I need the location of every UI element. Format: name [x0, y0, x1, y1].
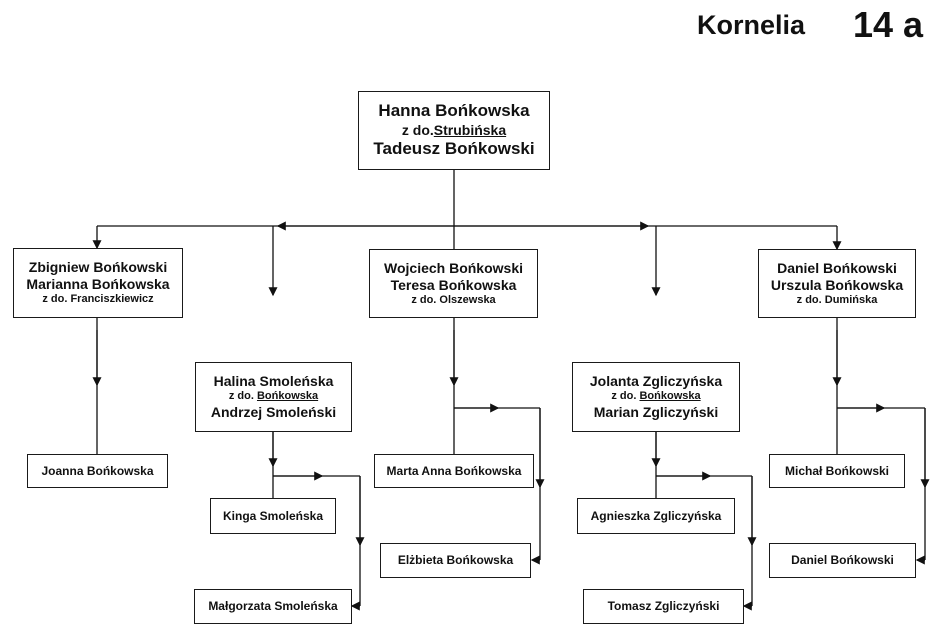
zbigniew-line1: Zbigniew Bońkowski	[28, 259, 168, 276]
root-line1: Hanna Bońkowska	[378, 101, 530, 121]
child-box-halina: Halina Smoleńska z do. Bońkowska Andrzej…	[195, 362, 352, 432]
grandchild-box-tomasz: Tomasz Zgliczyński	[583, 589, 744, 624]
root-maiden: z do.Strubińska	[402, 122, 506, 139]
grandchild-box-kinga: Kinga Smoleńska	[210, 498, 336, 534]
halina-maiden-name: Bońkowska	[256, 390, 319, 403]
root-couple-box: Hanna Bońkowska z do.Strubińska Tadeusz …	[358, 91, 550, 170]
child-box-zbigniew: Zbigniew Bońkowski Marianna Bońkowska z …	[13, 248, 183, 318]
grandchild-box-elzbieta: Elżbieta Bońkowska	[380, 543, 531, 578]
wojciech-line2: Teresa Bońkowska	[390, 276, 517, 293]
daniel-line2: Urszula Bońkowska	[770, 276, 904, 293]
zbigniew-line3: z do. Franciszkiewicz	[42, 293, 154, 306]
grandchild-box-joanna: Joanna Bońkowska	[27, 454, 168, 488]
child-box-jolanta: Jolanta Zgliczyńska z do. Bońkowska Mari…	[572, 362, 740, 432]
jolanta-maiden: z do. Bońkowska	[611, 390, 700, 403]
halina-maiden-prefix: z do.	[228, 390, 257, 403]
family-name-title: Kornelia	[697, 10, 806, 40]
jolanta-maiden-name: Bońkowska	[639, 390, 701, 403]
wojciech-line3: z do. Olszewska	[411, 293, 496, 306]
root-maiden-name: Strubińska	[433, 121, 507, 138]
zbigniew-line2: Marianna Bońkowska	[26, 276, 170, 293]
chart-number-title: 14 a	[853, 4, 924, 45]
halina-line1: Halina Smoleńska	[213, 373, 334, 390]
root-line3: Tadeusz Bońkowski	[373, 139, 535, 159]
halina-line3: Andrzej Smoleński	[210, 403, 337, 420]
child-box-daniel: Daniel Bońkowski Urszula Bońkowska z do.…	[758, 249, 916, 318]
grandchild-box-daniel-jr: Daniel Bońkowski	[769, 543, 916, 578]
daniel-line3: z do. Dumińska	[796, 293, 878, 306]
root-maiden-prefix: z do.	[401, 121, 434, 138]
grandchild-box-michal: Michał Bońkowski	[769, 454, 905, 488]
grandchild-box-malgorzata: Małgorzata Smoleńska	[194, 589, 352, 624]
jolanta-maiden-prefix: z do.	[611, 390, 640, 403]
jolanta-line1: Jolanta Zgliczyńska	[589, 373, 723, 390]
wojciech-line1: Wojciech Bońkowski	[384, 259, 523, 276]
grandchild-box-agnieszka: Agnieszka Zgliczyńska	[577, 498, 735, 534]
grandchild-box-marta: Marta Anna Bońkowska	[374, 454, 534, 488]
halina-maiden: z do. Bońkowska	[229, 390, 318, 403]
jolanta-line3: Marian Zgliczyński	[593, 403, 719, 420]
child-box-wojciech: Wojciech Bońkowski Teresa Bońkowska z do…	[369, 249, 538, 318]
daniel-line1: Daniel Bońkowski	[777, 259, 897, 276]
